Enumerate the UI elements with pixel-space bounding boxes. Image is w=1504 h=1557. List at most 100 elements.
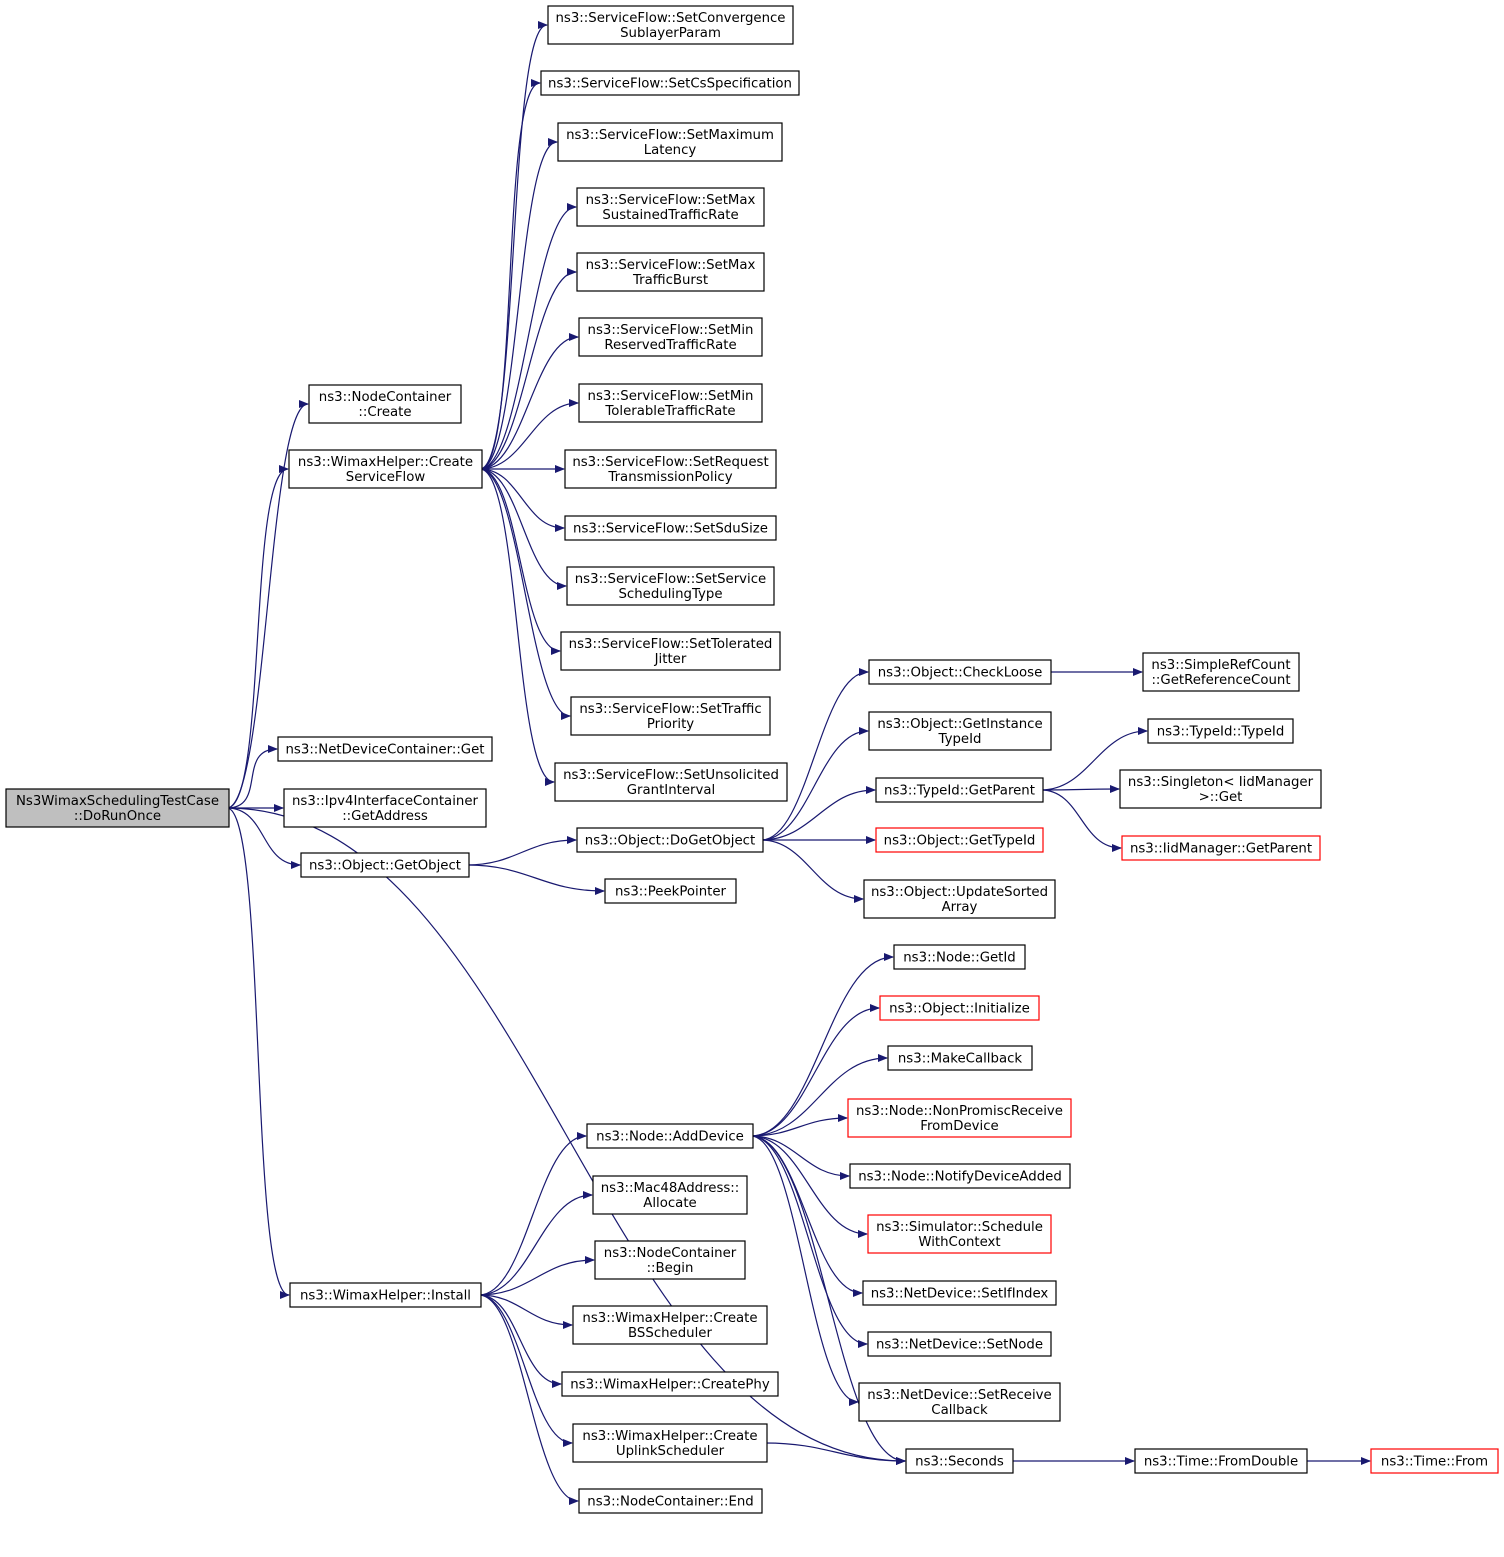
function-node-label: ns3::ServiceFlow::SetSduSize [573,522,768,537]
function-node-label: ::GetReferenceCount [1151,673,1290,688]
function-node[interactable]: ns3::TypeId::TypeId [1147,718,1294,744]
function-node-box [868,659,1052,685]
function-node-box [578,317,763,357]
function-node-label: ns3::SimpleRefCount [1151,658,1290,673]
function-node-label: ns3::ServiceFlow::SetRequest [572,455,768,470]
function-node[interactable]: ns3::NodeContainer::Create [308,384,462,424]
function-node[interactable]: ns3::ServiceFlow::SetMaxSustainedTraffic… [576,187,765,227]
call-edge-n31-n42 [750,1135,850,1180]
function-node-label: TypeId [938,732,982,747]
call-edge-n0-n47 [226,807,906,1465]
function-node-label: ns3::ServiceFlow::SetConvergence [555,11,785,26]
call-edge-n24-n28 [1040,727,1148,791]
function-node[interactable]: ns3::Time::From [1370,1448,1499,1474]
function-node[interactable]: ns3::ServiceFlow::SetRequestTransmission… [564,449,777,489]
function-node-label: ns3::WimaxHelper::Create [298,455,473,470]
function-node[interactable]: ns3::Object::GetTypeId [875,827,1044,853]
function-node[interactable]: ns3::IidManager::GetParent [1121,835,1321,861]
function-node-box [308,384,462,424]
function-node-label: ns3::Object::GetInstance [877,717,1042,732]
function-node[interactable]: ns3::ServiceFlow::SetServiceSchedulingTy… [566,566,775,606]
function-node-box [1134,1448,1308,1474]
function-node-box [277,736,493,762]
call-edge-n24-n30 [1040,789,1122,852]
function-node[interactable]: ns3::ServiceFlow::SetMinReservedTrafficR… [578,317,763,357]
function-node-label: ReservedTrafficRate [604,338,736,353]
call-edge-n20-n24 [760,786,876,841]
function-node[interactable]: ns3::ServiceFlow::SetConvergenceSublayer… [547,5,794,45]
call-edge-n0-n5 [226,807,301,869]
function-node-box [875,777,1044,803]
function-node-box [554,762,788,802]
function-node[interactable]: ns3::Node::NotifyDeviceAdded [849,1163,1071,1189]
function-node-label: ns3::Object::DoGetObject [585,834,755,849]
function-node[interactable]: ns3::NetDevice::SetNode [867,1331,1052,1357]
function-node[interactable]: ns3::NetDevice::SetIfIndex [862,1280,1057,1306]
function-node[interactable]: ns3::Object::CheckLoose [868,659,1052,685]
call-edge-n31-n46 [750,1135,859,1406]
function-node-label: GrantInterval [627,783,715,798]
function-node-label: ServiceFlow [346,470,426,485]
function-node[interactable]: ns3::Object::DoGetObject [576,827,764,853]
function-node[interactable]: ns3::WimaxHelper::CreatePhy [561,1371,779,1397]
function-node-label: ns3::Simulator::Schedule [876,1220,1043,1235]
function-node[interactable]: ns3::ServiceFlow::SetSduSize [564,515,777,541]
call-edge-n24-n29 [1040,785,1120,794]
function-node[interactable]: ns3::Ipv4InterfaceContainer::GetAddress [283,788,487,828]
function-node[interactable]: ns3::Time::FromDouble [1134,1448,1308,1474]
function-node[interactable]: ns3::SimpleRefCount::GetReferenceCount [1142,652,1300,692]
function-node[interactable]: ns3::ServiceFlow::SetCsSpecification [540,70,800,96]
function-node-label: ns3::Object::CheckLoose [878,666,1043,681]
function-node-box [557,122,783,162]
function-node[interactable]: ns3::PeekPointer [604,878,737,904]
function-node[interactable]: ns3::Node::GetId [893,944,1026,970]
function-node[interactable]: ns3::MakeCallback [887,1045,1033,1071]
function-node-box [572,1305,768,1345]
function-node[interactable]: ns3::TypeId::GetParent [875,777,1044,803]
function-node-label: ns3::ServiceFlow::SetMin [588,389,754,404]
function-node[interactable]: ns3::NetDeviceContainer::Get [277,736,493,762]
function-node-label: Ns3WimaxSchedulingTestCase [16,794,219,809]
function-node[interactable]: ns3::Node::AddDevice [586,1123,754,1149]
function-node[interactable]: ns3::Seconds [905,1448,1014,1474]
function-node[interactable]: ns3::ServiceFlow::SetMinTolerableTraffic… [578,383,763,423]
call-edge-n0-n6 [226,807,290,1299]
call-edge-n31-n39 [750,1004,880,1137]
function-node[interactable]: ns3::Object::Initialize [879,995,1040,1021]
function-node[interactable]: ns3::Singleton< IidManager>::Get [1119,769,1322,809]
function-node[interactable]: ns3::WimaxHelper::Install [289,1282,482,1308]
function-node[interactable]: ns3::ServiceFlow::SetUnsolicitedGrantInt… [554,762,788,802]
function-node-box [283,788,487,828]
function-node[interactable]: ns3::NodeContainer::End [578,1488,763,1514]
function-node-box [566,566,775,606]
function-node-box [862,1280,1057,1306]
function-node-box [594,1240,746,1280]
function-node-label: WithContext [918,1235,1000,1250]
function-node-box [564,449,777,489]
call-edge-n2-n8 [479,79,541,470]
function-node-label: ns3::NodeContainer [319,390,452,405]
call-edge-n2-n18 [479,468,571,720]
function-node-box [849,1163,1071,1189]
call-edge-n2-n16 [479,468,567,590]
function-node[interactable]: ns3::Mac48Address::Allocate [592,1175,748,1215]
call-edge-n31-n45 [750,1135,868,1348]
function-node[interactable]: Ns3WimaxSchedulingTestCase::DoRunOnce [5,788,230,828]
function-node[interactable]: ns3::Object::GetObject [300,852,470,878]
function-node-box [570,696,771,736]
function-node-label: FromDevice [920,1119,998,1134]
function-node-label: SchedulingType [618,587,722,602]
function-node[interactable]: ns3::NodeContainer::Begin [594,1240,746,1280]
